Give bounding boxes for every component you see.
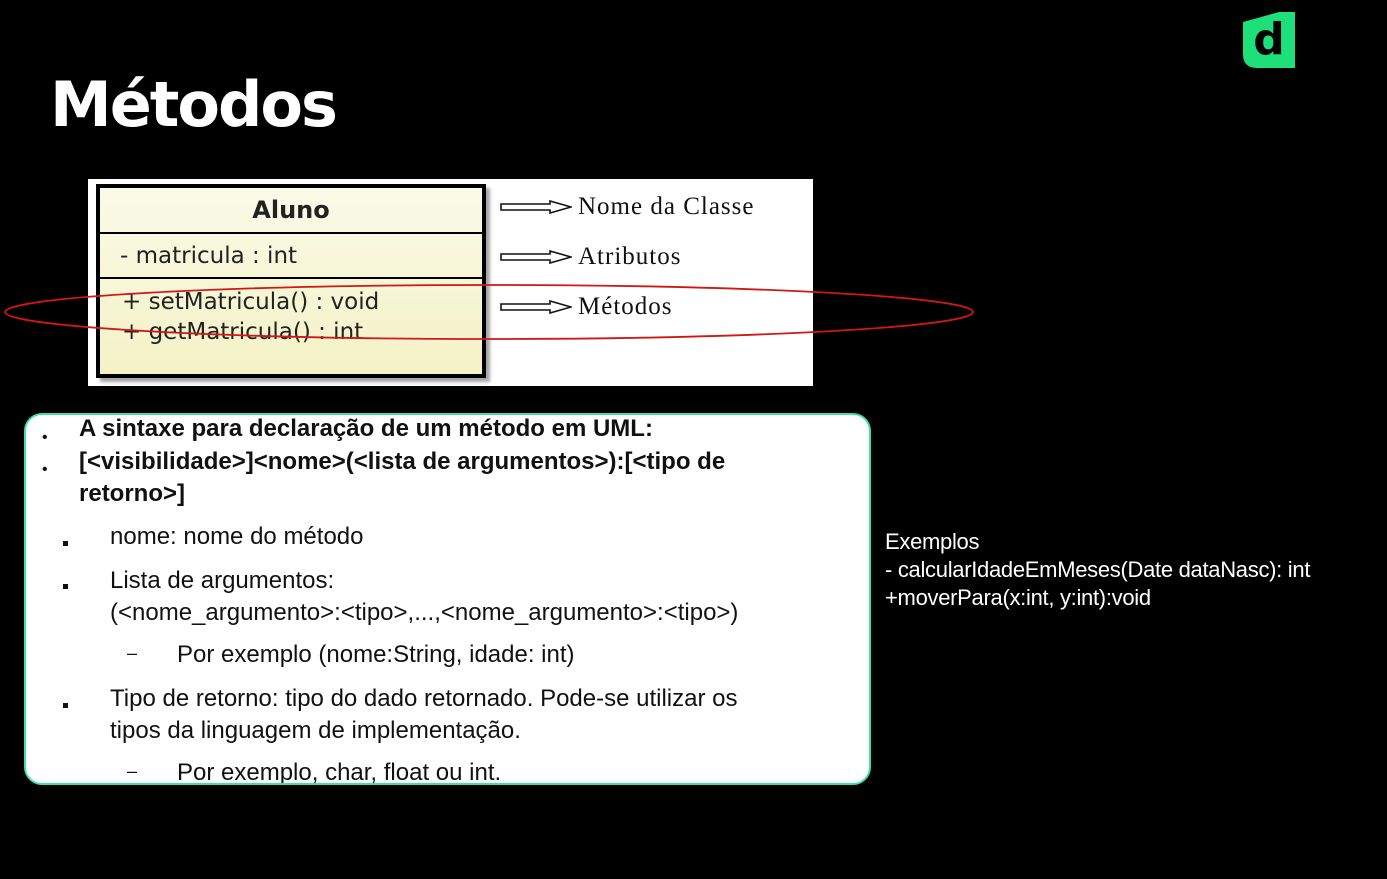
examples-block: Exemplos - calcularIdadeEmMeses(Date dat… xyxy=(885,528,1310,612)
examples-heading: Exemplos xyxy=(885,529,980,554)
example-line: +moverPara(x:int, y:int):void xyxy=(885,585,1151,610)
bullet-dash: – xyxy=(127,761,138,781)
syntax-format-line-cont: retorno>] xyxy=(79,480,186,507)
syntax-format-line: [<visibilidade>]<nome>(<lista de argumen… xyxy=(79,448,726,475)
uml-label-text: Métodos xyxy=(578,293,673,320)
hollow-arrow-icon xyxy=(500,300,572,314)
sub-item-tipo-example: Por exemplo, char, float ou int. xyxy=(177,759,502,785)
uml-class-box: Aluno - matricula : int + setMatricula()… xyxy=(96,184,486,378)
bullet-square xyxy=(63,541,68,546)
item-tipo-retorno: Tipo de retorno: tipo do dado retornado.… xyxy=(110,685,738,712)
uml-method: + getMatricula() : int xyxy=(122,319,364,345)
uml-label-methods: Métodos xyxy=(500,293,673,321)
hollow-arrow-icon xyxy=(500,250,572,264)
syntax-explanation-box: • A sintaxe para declaração de um método… xyxy=(24,413,871,785)
dio-logo-icon: d xyxy=(1239,8,1299,68)
uml-label-class-name: Nome da Classe xyxy=(500,193,754,221)
uml-label-text: Atributos xyxy=(578,243,682,270)
bullet-dot: • xyxy=(42,461,48,478)
uml-attribute: - matricula : int xyxy=(100,234,482,279)
bullet-square xyxy=(63,584,68,589)
hollow-arrow-icon xyxy=(500,200,572,214)
uml-label-text: Nome da Classe xyxy=(578,193,755,220)
uml-methods-section: + setMatricula() : void + getMatricula()… xyxy=(100,279,482,347)
page-title: Métodos xyxy=(50,68,338,141)
syntax-heading: A sintaxe para declaração de um método e… xyxy=(79,415,653,442)
logo-letter: d xyxy=(1253,14,1285,65)
example-line: - calcularIdadeEmMeses(Date dataNasc): i… xyxy=(885,557,1311,582)
uml-class-diagram: Aluno - matricula : int + setMatricula()… xyxy=(88,179,813,386)
item-tipo-retorno-cont: tipos da linguagem de implementação. xyxy=(110,717,521,744)
item-lista-format: (<nome_argumento>:<tipo>,...,<nome_argum… xyxy=(110,599,739,626)
uml-method: + setMatricula() : void xyxy=(122,289,380,315)
uml-label-attributes: Atributos xyxy=(500,243,681,271)
bullet-dash: – xyxy=(127,643,138,663)
bullet-square xyxy=(63,703,68,708)
sub-item-lista-example: Por exemplo (nome:String, idade: int) xyxy=(177,641,575,668)
uml-class-name: Aluno xyxy=(100,188,482,234)
item-nome: nome: nome do método xyxy=(110,523,364,550)
bullet-dot: • xyxy=(42,429,48,446)
item-lista: Lista de argumentos: xyxy=(110,567,335,594)
